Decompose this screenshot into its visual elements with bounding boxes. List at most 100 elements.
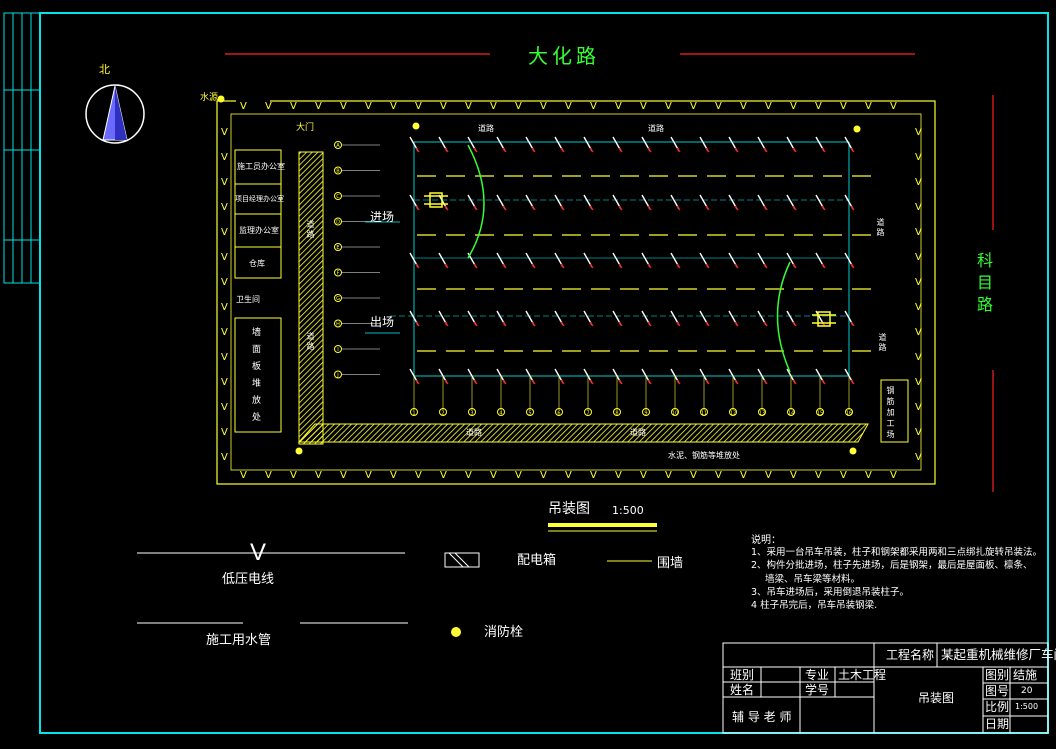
crane-left: [424, 192, 448, 208]
axis-bubble-7: [584, 408, 592, 416]
column-tip: [850, 321, 855, 327]
column-tip: [531, 205, 536, 211]
fence-v-marker: V: [840, 101, 847, 112]
north-label: 北: [99, 63, 110, 76]
axis-number-7: 7: [586, 411, 589, 417]
tb-project-label: 工程名称: [886, 648, 935, 662]
axis-letter-D: D: [336, 220, 340, 226]
legend-distribution-box: [444, 552, 480, 568]
column-tip: [589, 263, 594, 269]
inner-fence: [230, 113, 922, 471]
fence-v-marker: V: [915, 327, 922, 338]
column-tip: [415, 379, 420, 385]
fence-v-marker: V: [790, 101, 797, 112]
column-tip: [792, 147, 797, 153]
steel-shop-label: 钢筋加工场: [886, 386, 895, 441]
note-2-cont: 墙梁、吊车梁等材料。: [765, 574, 861, 585]
fence-v-marker: V: [565, 101, 572, 112]
fence-v-marker: V: [590, 101, 597, 112]
fence-v-marker: V: [390, 101, 397, 112]
site-offices: [234, 149, 282, 433]
legend-low-voltage: 低压电线: [222, 572, 275, 587]
axis-bubble-5: [526, 408, 534, 416]
fence-v-marker: V: [915, 377, 922, 388]
fence-v-marker: V: [690, 470, 697, 481]
road-label-3: 道路: [466, 428, 482, 437]
axis-number-9: 9: [644, 411, 647, 417]
road-label-2: 道路: [648, 124, 664, 133]
top-road-name: 大化路: [528, 44, 600, 68]
road-label-7: 道路: [306, 220, 315, 240]
axis-number-1: 1: [412, 411, 415, 417]
column-tip: [415, 263, 420, 269]
fence-v-marker: V: [815, 470, 822, 481]
fence-v-marker: V: [221, 302, 228, 313]
fence-v-marker: V: [715, 470, 722, 481]
crane-swing-left: [467, 144, 485, 259]
fence-v-marker: V: [915, 227, 922, 238]
fence-v-marker: V: [890, 101, 897, 112]
office-5: 卫生间: [236, 295, 260, 304]
fence-v-marker: V: [915, 177, 922, 188]
column-tip: [705, 321, 710, 327]
column-tip: [560, 205, 565, 211]
fence-v-marker: V: [415, 101, 422, 112]
tb-project-name: 某起重机械维修厂车间: [941, 647, 1056, 662]
road-label-5: 道路: [876, 218, 885, 238]
axis-bubble-2: [439, 408, 447, 416]
column-tip: [734, 321, 739, 327]
axis-bubble-13: [758, 408, 766, 416]
fence-v-marker: V: [221, 252, 228, 263]
column-tip: [589, 205, 594, 211]
column-tip: [560, 147, 565, 153]
column-tip: [502, 263, 507, 269]
title-block-grid: [722, 642, 1049, 734]
out-label: 出场: [370, 315, 395, 329]
axis-bubble-D: [334, 217, 342, 226]
column-tip: [618, 321, 623, 327]
column-tip: [792, 205, 797, 211]
water-source-label: 水源: [200, 93, 219, 103]
column-tip: [415, 205, 420, 211]
column-tip: [415, 321, 420, 327]
axis-bubble-B: [334, 166, 342, 175]
fence-v-marker: V: [740, 101, 747, 112]
column-tip: [502, 205, 507, 211]
column-tip: [618, 263, 623, 269]
axis-bubble-A: [334, 141, 342, 149]
axis-bubble-J: [334, 370, 342, 379]
column-tip: [763, 379, 768, 385]
drawing-title: 吊装图: [548, 501, 590, 517]
road-label-4: 道路: [630, 428, 646, 437]
column-tip: [676, 263, 681, 269]
fence-v-marker: V: [515, 101, 522, 112]
column-tip: [676, 147, 681, 153]
column-tip: [763, 321, 768, 327]
fence-v-marker: V: [290, 101, 297, 112]
fence-v-marker: V: [365, 101, 372, 112]
tb-number-label: 图号: [985, 684, 1010, 698]
axis-letter-F: F: [337, 271, 340, 277]
fence-v-marker: V: [440, 101, 447, 112]
column-tip: [734, 379, 739, 385]
fence-v-marker: V: [221, 202, 228, 213]
axis-letter-H: H: [336, 322, 340, 328]
column-tip: [560, 263, 565, 269]
fence-v-marker: V: [915, 402, 922, 413]
legend-distribution-box-label: 配电箱: [517, 553, 557, 568]
fence-v-marker: V: [221, 452, 228, 463]
column-tip: [647, 147, 652, 153]
fence-v-marker: V: [221, 277, 228, 288]
fence-v-marker: V: [265, 101, 272, 112]
column-tip: [502, 147, 507, 153]
note-4: 4 柱子吊完后，吊车吊装钢梁.: [751, 600, 878, 611]
axis-bubble-F: [334, 268, 342, 277]
hydrants: [217, 95, 861, 455]
road-label-1: 道路: [478, 124, 494, 133]
column-tip: [473, 321, 478, 327]
steel-shop-box: [880, 379, 909, 443]
fence-v-marker: V: [265, 470, 272, 481]
drawing-scale: 1:500: [612, 504, 644, 517]
